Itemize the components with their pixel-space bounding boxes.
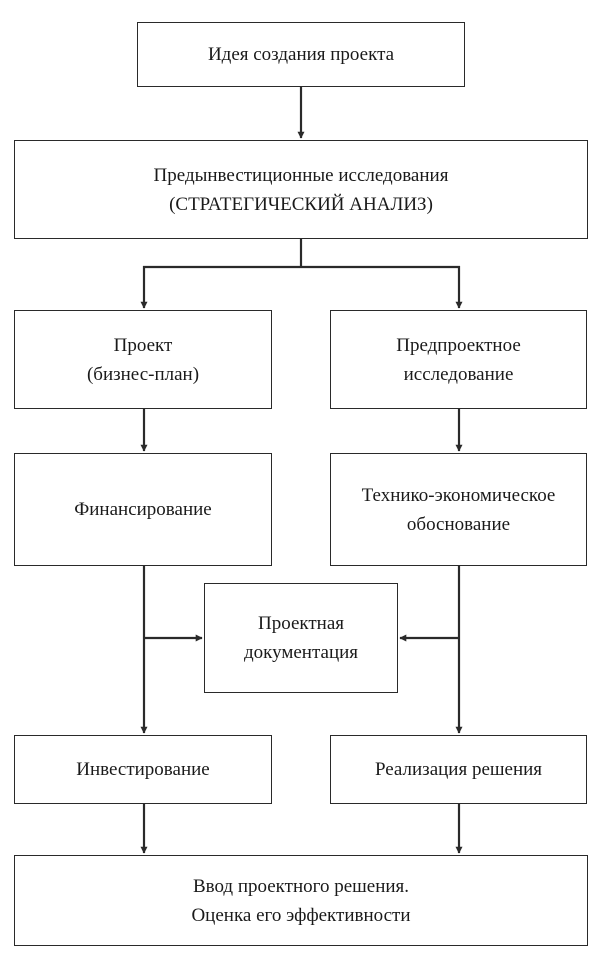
node-project-text-line1: Проект — [113, 334, 173, 356]
node-implementation-text: Реализация решения — [374, 759, 543, 780]
node-project-text-line2: (бизнес-план) — [86, 363, 200, 385]
node-financing: Финансирование — [14, 453, 272, 566]
node-investing: Инвестирование — [14, 735, 272, 804]
node-idea: Идея создания проекта — [137, 22, 465, 87]
node-preproject-text-line1: Предпроектное — [396, 334, 521, 356]
node-financing-text: Финансирование — [74, 499, 212, 520]
node-preinvest-text-line2: (СТРАТЕГИЧЕСКИЙ АНАЛИЗ) — [169, 193, 433, 215]
node-commissioning: Ввод проектного решения. Оценка его эффе… — [14, 855, 588, 946]
node-investing-text: Инвестирование — [76, 759, 210, 780]
node-preproject-text-line2: исследование — [403, 363, 514, 385]
node-preproject: Предпроектное исследование — [330, 310, 587, 409]
node-preinvest: Предынвестиционные исследования (СТРАТЕГ… — [14, 140, 588, 239]
node-implementation: Реализация решения — [330, 735, 587, 804]
node-documentation: Проектная документация — [204, 583, 398, 693]
node-project: Проект (бизнес-план) — [14, 310, 272, 409]
node-documentation-text-line2: документация — [243, 642, 359, 663]
node-feasibility-text-line1: Технико-экономическое — [361, 484, 556, 506]
node-preinvest-text-line1: Предынвестиционные исследования — [153, 164, 449, 186]
node-feasibility-text-line2: обоснование — [406, 513, 511, 535]
node-commissioning-text-line2: Оценка его эффективности — [191, 904, 411, 926]
node-commissioning-text-line1: Ввод проектного решения. — [192, 875, 410, 897]
node-feasibility: Технико-экономическое обоснование — [330, 453, 587, 566]
node-idea-text: Идея создания проекта — [207, 44, 395, 65]
node-documentation-text-line1: Проектная — [257, 613, 344, 634]
